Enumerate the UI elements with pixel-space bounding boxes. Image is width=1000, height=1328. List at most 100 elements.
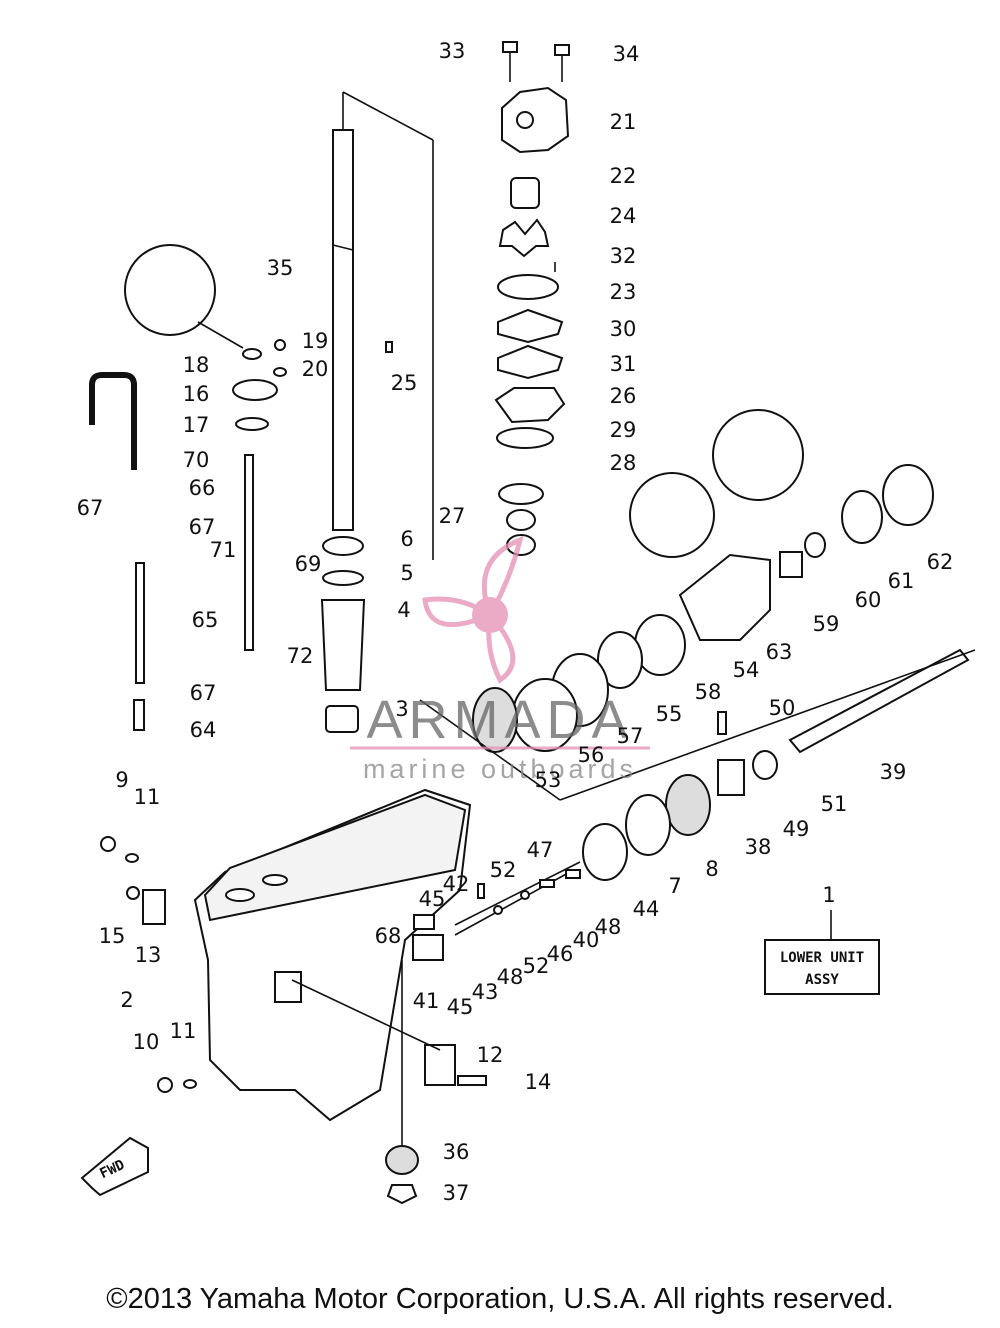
fwd-arrow	[80, 1136, 149, 1197]
detail-circle-top-left	[124, 244, 216, 336]
unit-box-line1: LOWER UNIT	[780, 950, 864, 966]
callout-7: 7	[668, 874, 681, 898]
plate-18	[242, 348, 262, 360]
callout-38: 38	[745, 835, 772, 859]
claw-washer-61	[841, 490, 883, 544]
bolt-34-head	[554, 44, 570, 56]
callout-48: 48	[595, 915, 622, 939]
gasket-29	[496, 427, 554, 449]
washer-20	[273, 367, 287, 377]
callout-40: 40	[573, 928, 600, 952]
pin-50	[717, 711, 727, 735]
callout-60: 60	[855, 588, 882, 612]
callout-35: 35	[267, 256, 294, 280]
watermark-tagline: marine outboards	[363, 754, 637, 784]
callout-33: 33	[439, 39, 466, 63]
callout-49: 49	[783, 817, 810, 841]
callout-69: 69	[295, 552, 322, 576]
callout-26: 26	[610, 384, 637, 408]
callout-50: 50	[769, 696, 796, 720]
callout-64: 64	[190, 718, 217, 742]
shift-rod-69	[244, 454, 254, 651]
callout-67: 67	[77, 496, 104, 520]
callout-22: 22	[610, 164, 637, 188]
callout-20: 20	[302, 357, 329, 381]
propeller-shaft-39	[788, 648, 970, 754]
ring-nut-62	[882, 464, 934, 526]
bearing-6	[322, 536, 364, 556]
pin-42	[477, 883, 485, 899]
callout-1: 1	[822, 883, 835, 907]
callout-70: 70	[183, 448, 210, 472]
dog-clutch-49	[717, 759, 745, 796]
callout-15: 15	[99, 924, 126, 948]
callout-52: 52	[490, 858, 517, 882]
callout-11: 11	[170, 1019, 197, 1043]
callout-6: 6	[400, 527, 413, 551]
callout-34: 34	[613, 42, 640, 66]
callout-27: 27	[439, 504, 466, 528]
anode-12	[424, 1044, 456, 1086]
callout-52: 52	[523, 954, 550, 978]
callout-28: 28	[610, 451, 637, 475]
o-ring-17	[235, 417, 269, 431]
plug-10	[157, 1077, 173, 1093]
callout-23: 23	[610, 280, 637, 304]
bearing-housing-54	[678, 553, 771, 641]
cover-13	[142, 889, 166, 925]
drive-shaft-35	[332, 129, 354, 531]
callout-12: 12	[477, 1043, 504, 1067]
gasket-11b	[183, 1079, 197, 1089]
callout-31: 31	[610, 352, 637, 376]
callout-61: 61	[888, 569, 915, 593]
callout-45: 45	[419, 887, 446, 911]
callout-30: 30	[610, 317, 637, 341]
drive-shaft-assembly	[320, 91, 434, 733]
callout-59: 59	[813, 612, 840, 636]
callout-3: 3	[395, 697, 408, 721]
callout-56: 56	[578, 743, 605, 767]
callout-41: 41	[413, 989, 440, 1013]
callout-17: 17	[183, 413, 210, 437]
callout-54: 54	[733, 658, 760, 682]
callout-24: 24	[610, 204, 637, 228]
callout-21: 21	[610, 110, 637, 134]
o-ring-28	[498, 483, 544, 505]
callout-46: 46	[547, 942, 574, 966]
spring-44	[565, 869, 581, 879]
callout-32: 32	[610, 244, 637, 268]
callout-71: 71	[210, 538, 237, 562]
lower-case-2	[193, 788, 472, 1122]
fitting-64	[133, 699, 145, 731]
propeller-shaft-group	[419, 409, 976, 926]
plug-9	[100, 836, 116, 852]
reverse-gear-53	[472, 687, 518, 753]
armada-watermark: ARMADA marine outboards	[350, 535, 650, 784]
unit-box-line2: ASSY	[805, 972, 839, 988]
screw-15	[126, 886, 140, 900]
key-25	[385, 341, 393, 353]
oil-seal-27a	[506, 509, 536, 531]
callout-25: 25	[391, 371, 418, 395]
callout-37: 37	[443, 1181, 470, 1205]
hose	[89, 372, 137, 470]
gasket-11a	[125, 853, 139, 863]
pinion-36	[385, 1145, 419, 1175]
callout-19: 19	[302, 329, 329, 353]
shim-5	[322, 570, 364, 586]
callout-51: 51	[821, 792, 848, 816]
callout-44: 44	[633, 897, 660, 921]
callout-65: 65	[192, 608, 219, 632]
callout-43: 43	[472, 980, 499, 1004]
shift-cam-41	[412, 934, 444, 961]
spring-51	[752, 750, 778, 780]
gasket-31	[497, 344, 564, 380]
callout-48: 48	[497, 965, 524, 989]
callout-63: 63	[766, 640, 793, 664]
callout-29: 29	[610, 418, 637, 442]
callout-36: 36	[443, 1140, 470, 1164]
spring-47	[539, 879, 555, 888]
